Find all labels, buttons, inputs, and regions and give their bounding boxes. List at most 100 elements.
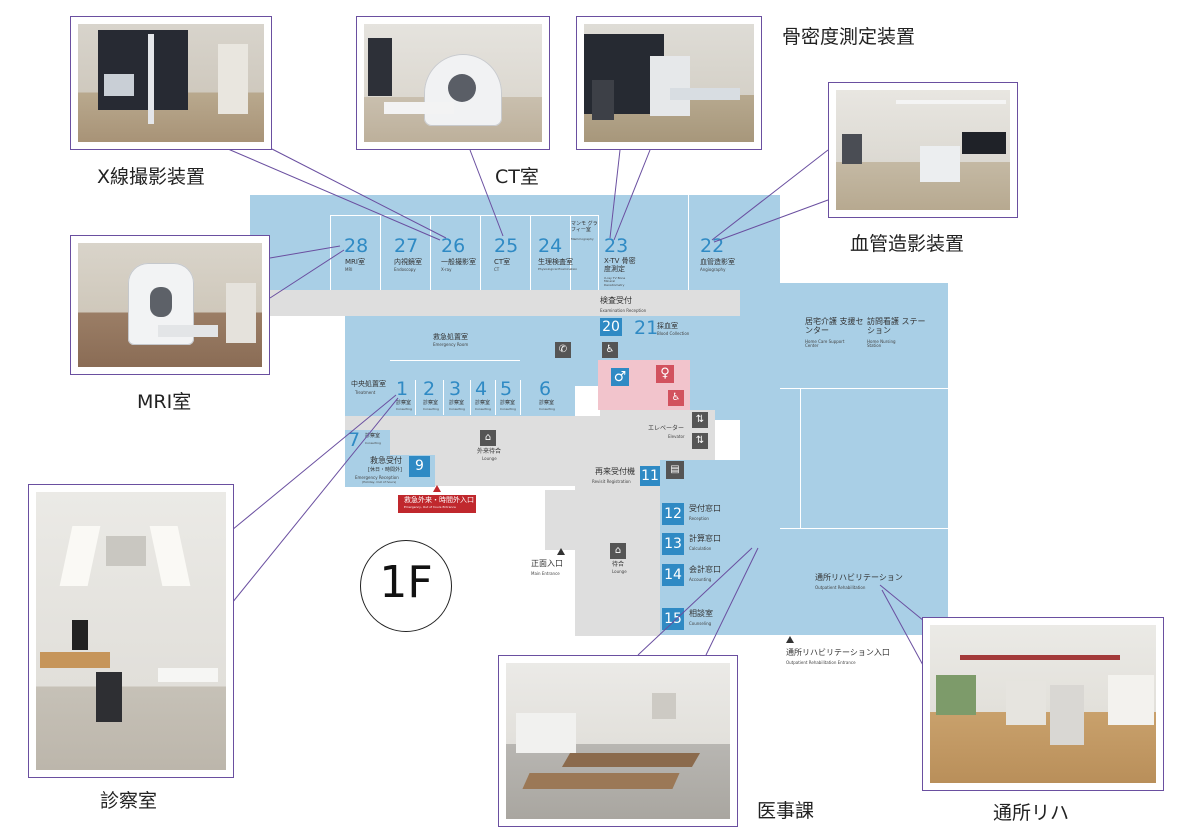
room-6-number: 6 <box>539 378 552 400</box>
room-21-en: Blood Collection <box>657 331 690 336</box>
emergency-reception-label: 救急受付 <box>370 456 402 465</box>
office-caption: 医事課 <box>757 800 815 822</box>
room-28-en: MRI <box>345 267 353 272</box>
main-entrance-hall <box>545 490 575 550</box>
room-5-label: 診察室 <box>500 400 516 406</box>
room-11-badge: 11 <box>640 466 660 486</box>
outpatient-lounge-label: 外来待合 <box>477 448 502 455</box>
emergency-reception-en: Emergency Reception <box>355 475 399 480</box>
emergency-entrance-en: Emergency, Out of hours Entrance <box>404 505 456 509</box>
room-3-label: 診察室 <box>449 400 465 406</box>
exam-room-caption: 診察室 <box>100 790 158 812</box>
room-12-badge: 12 <box>662 503 684 525</box>
room-26-label: 一般撮影室 <box>441 258 476 266</box>
rehab-entrance-en: Outpatient Rehabilitation Entrance <box>786 660 856 665</box>
room-26-number: 26 <box>441 235 466 257</box>
waiting-label: 待合 <box>612 561 625 568</box>
room-7-number: 7 <box>348 429 361 451</box>
room-21-number: 21 <box>634 317 659 339</box>
rehab-entrance-label: 通所リハビリテーション入口 <box>786 648 890 657</box>
top-corridor <box>270 290 740 316</box>
room-7-label: 診察室 <box>365 433 381 439</box>
room-2-number: 2 <box>423 378 436 400</box>
elevator-en: Elevator <box>668 434 685 439</box>
right-wing <box>740 195 780 635</box>
emergency-entrance-sign: 救急外来・時間外入口 Emergency, Out of hours Entra… <box>398 495 476 513</box>
floor-label: 1F <box>379 557 433 608</box>
floor-badge: 1F <box>360 540 452 632</box>
rehab-caption: 通所リハ <box>993 802 1070 824</box>
outpatient-rehab-en: Outpatient Rehabilitation <box>815 585 866 590</box>
revisit-label: 再来受付機 <box>595 467 635 476</box>
main-entrance-en: Main Entrance <box>531 571 560 576</box>
room-2-en: Consulting <box>423 407 439 411</box>
room-15-label: 相談室 <box>689 609 713 618</box>
room7-block <box>345 430 390 455</box>
exam-reception-en: Examination Reception <box>600 308 647 313</box>
main-lobby <box>575 486 660 636</box>
home-care-en: Home Care Support Center <box>805 339 845 349</box>
mammography-en: Mammography <box>571 237 594 241</box>
room-28-label: MRI室 <box>345 258 365 266</box>
east-block <box>780 283 948 635</box>
main-entrance-triangle-icon <box>557 548 565 555</box>
emergency-entrance-triangle-icon <box>433 485 441 492</box>
room-1-en: Consulting <box>396 407 412 411</box>
room-2-label: 診察室 <box>423 400 439 406</box>
main-entrance-label: 正面入口 <box>531 559 563 568</box>
elevator-icon-2: ⇅ <box>692 433 708 449</box>
angiography-photo <box>828 82 1018 218</box>
office-photo <box>498 655 738 827</box>
room-15-badge: 15 <box>662 608 684 630</box>
room-22-en: Angiography <box>700 267 726 272</box>
room-24-number: 24 <box>538 235 563 257</box>
waiting-sofa-icon: ⌂ <box>610 543 626 559</box>
room-23-en: X-ray TV Bone Mineral Densitometry <box>604 276 626 287</box>
mammography-label: マンモ グラフィー室 <box>571 221 598 233</box>
room-15-en: Counseling <box>689 621 712 626</box>
ct-photo <box>356 16 550 150</box>
accessible-restroom-icon: ♿ <box>668 390 684 406</box>
room-22-number: 22 <box>700 235 725 257</box>
bone-density-photo <box>576 16 762 150</box>
room-6-en: Consulting <box>539 407 555 411</box>
room-1-label: 診察室 <box>396 400 412 406</box>
room-14-en: Accounting <box>689 577 712 582</box>
room-3-en: Consulting <box>449 407 465 411</box>
waiting-en: Lounge <box>612 569 627 574</box>
room-5-en: Consulting <box>500 407 516 411</box>
top-wing <box>250 195 780 290</box>
xray-photo <box>70 16 272 150</box>
room-5-number: 5 <box>500 378 513 400</box>
room-14-badge: 14 <box>662 564 684 586</box>
outpatient-lounge-en: Lounge <box>482 456 497 461</box>
room-23-number: 23 <box>604 235 629 257</box>
room-12-en: Reception <box>689 516 709 521</box>
room-4-en: Consulting <box>475 407 491 411</box>
room-13-en: Calculation <box>689 546 712 551</box>
room-27-label: 内視鏡室 <box>394 258 422 266</box>
room-14-label: 会計窓口 <box>689 565 721 574</box>
elevator-icon: ⇅ <box>692 412 708 428</box>
room-26-en: X-ray <box>441 267 452 272</box>
room-1-number: 1 <box>396 378 409 400</box>
phone-icon: ✆ <box>555 342 571 358</box>
room-4-number: 4 <box>475 378 488 400</box>
rehab-entrance-triangle-icon <box>786 636 794 643</box>
treatment-en: Treatment <box>355 390 376 395</box>
room-4-label: 診察室 <box>475 400 491 406</box>
room-22-label: 血管造影室 <box>700 258 735 266</box>
treatment-block <box>345 340 390 415</box>
outpatient-rehab-label: 通所リハビリテーション <box>815 573 903 582</box>
mri-caption: MRI室 <box>137 391 192 413</box>
male-restroom-icon: ♂ <box>611 368 629 386</box>
bone-density-caption: 骨密度測定装置 <box>782 26 916 48</box>
emergency-room-label: 救急処置室 <box>433 333 468 341</box>
room-24-en: Physiological Examination <box>538 267 578 271</box>
treatment-label: 中央処置室 <box>351 380 386 388</box>
room-9-badge: 9 <box>409 456 430 477</box>
room-23-label: X-TV 骨密度測定 <box>604 257 636 273</box>
lounge-sofa-icon: ⌂ <box>480 430 496 446</box>
emergency-reception-sub: [休日・時間外] <box>368 467 402 473</box>
room-28-number: 28 <box>344 235 369 257</box>
